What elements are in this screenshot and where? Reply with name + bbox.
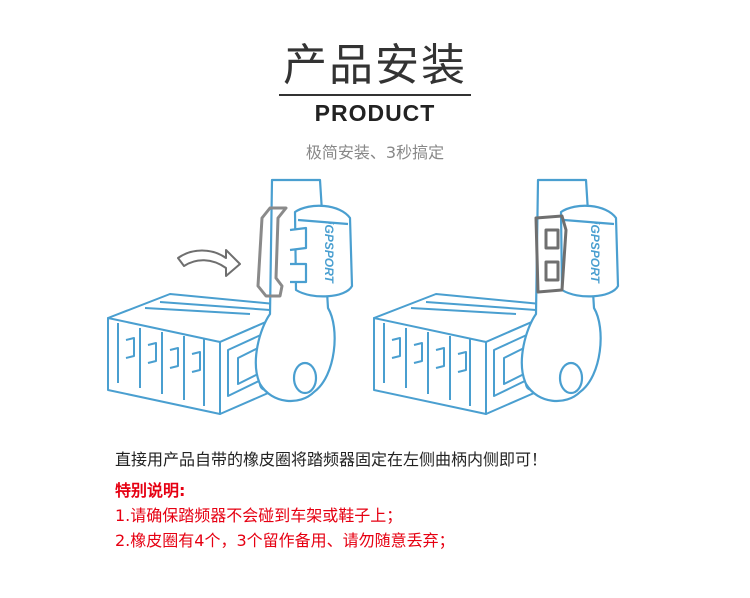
brand-label-left: iGPSPORT [322,221,336,284]
rubber-ring-icon [256,206,288,298]
brand-label-right: iGPSPORT [588,221,602,284]
product-header: 产品安装 PRODUCT 极简安装、3秒搞定 [0,0,750,170]
page-title-en: PRODUCT [314,100,436,126]
installation-description: 直接用产品自带的橡皮圈将踏频器固定在左侧曲柄内侧即可！ [115,450,548,469]
page-subtitle: 极简安装、3秒搞定 [305,143,445,162]
pedal-icon [373,293,542,415]
special-notes: 特别说明: 1.请确保踏频器不会碰到车架或鞋子上； 2.橡皮圈有4个，3个留作备… [115,478,455,553]
cadence-sensor-icon [559,204,620,298]
rubber-ring-icon [534,214,568,294]
page-title: 产品安装 [283,40,467,91]
note-item-1: 1.请确保踏频器不会碰到车架或鞋子上； [115,506,403,525]
note-item-2: 2.橡皮圈有4个，3个留作备用、请勿随意丢弃； [115,531,455,550]
note-title: 特别说明: [115,481,186,500]
installation-illustration: iGPSPORT [100,178,660,440]
left-scene: iGPSPORT [107,178,354,415]
cadence-sensor-icon [289,204,354,298]
right-scene: iGPSPORT [373,178,620,415]
title-divider [279,94,471,96]
curved-arrow-icon [177,249,241,277]
pedal-icon [107,293,276,415]
